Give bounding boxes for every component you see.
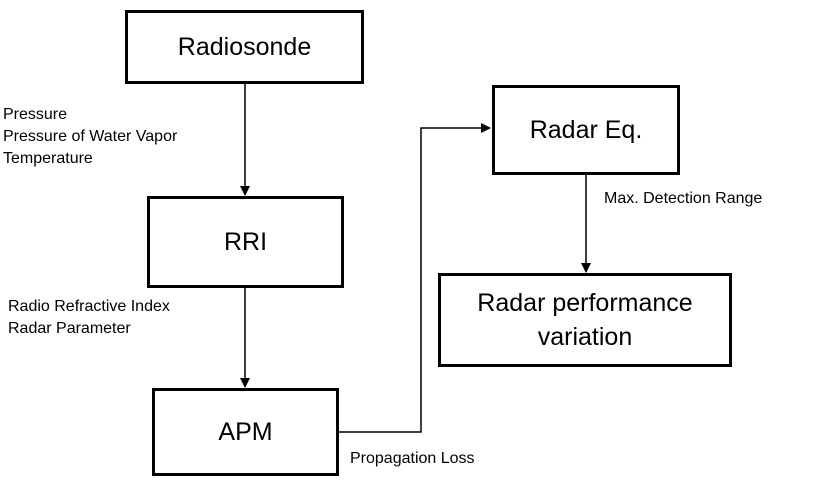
max-detection-range-label: Max. Detection Range <box>604 190 763 207</box>
label-temperature: Temperature <box>3 150 93 167</box>
radar-performance-box: Radar performance variation <box>438 273 732 367</box>
apm-label: APM <box>218 418 273 446</box>
radiosonde-to-rri-label: Pressure Pressure of Water Vapor Tempera… <box>3 104 177 170</box>
radar-performance-line1: Radar performance <box>477 289 693 317</box>
propagation-loss-label: Propagation Loss <box>350 450 475 467</box>
rri-to-apm-label: Radio Refractive Index Radar Parameter <box>8 296 170 340</box>
radiosonde-box: Radiosonde <box>125 10 364 84</box>
radar-eq-box: Radar Eq. <box>492 85 680 175</box>
label-water-vapor-pressure: Pressure of Water Vapor <box>3 128 178 145</box>
arrow-apm-to-radar-eq <box>338 123 491 433</box>
label-radio-refractive-index: Radio Refractive Index <box>8 298 170 315</box>
label-pressure: Pressure <box>3 106 68 123</box>
radiosonde-label: Radiosonde <box>177 33 312 61</box>
radar-performance-line2: variation <box>537 323 633 351</box>
apm-box: APM <box>152 388 339 476</box>
radar-eq-label: Radar Eq. <box>529 116 643 144</box>
rri-box: RRI <box>147 196 344 288</box>
rri-label: RRI <box>223 228 268 256</box>
label-radar-parameter: Radar Parameter <box>8 320 131 337</box>
